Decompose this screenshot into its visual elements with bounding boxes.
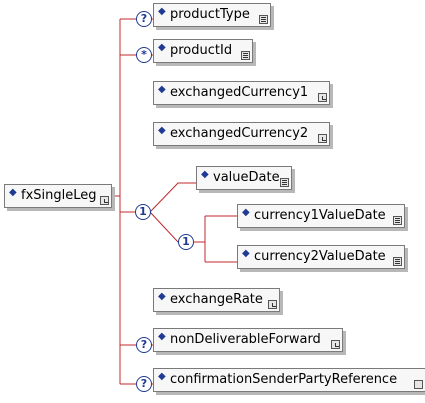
complex-type-icon (393, 257, 402, 266)
choice-marker-outer: 1 (135, 204, 151, 220)
complex-type-icon (241, 51, 250, 60)
optional-marker-confirmationSenderPartyReference: ? (136, 376, 152, 392)
complex-type-icon (393, 216, 402, 225)
complex-type-icon (259, 15, 268, 24)
simple-content-icon (331, 340, 340, 349)
element-label: nonDeliverableForward (170, 332, 321, 347)
element-label: productType (170, 7, 250, 22)
root-element-node[interactable]: ◆ fxSingleLeg (4, 184, 112, 208)
simple-content-icon (268, 300, 277, 309)
element-diamond-icon: ◆ (158, 371, 166, 382)
choice-marker-inner: 1 (178, 234, 194, 250)
element-diamond-icon: ◆ (201, 169, 209, 180)
element-node-productId[interactable]: ◆ productId (153, 39, 253, 63)
element-node-exchangeRate[interactable]: ◆ exchangeRate (153, 288, 280, 312)
element-label: exchangedCurrency1 (170, 85, 309, 100)
element-label: exchangedCurrency2 (170, 126, 309, 141)
element-node-confirmationSenderPartyReference[interactable]: ◆ confirmationSenderPartyReference (153, 368, 425, 392)
element-diamond-icon: ◆ (158, 125, 166, 136)
simple-content-icon (100, 196, 109, 205)
element-label: currency2ValueDate (254, 249, 386, 264)
connector-valueDate (149, 182, 196, 213)
element-node-exchangedCurrency2[interactable]: ◆ exchangedCurrency2 (153, 122, 330, 146)
zero-or-more-marker-productId: * (136, 47, 152, 63)
element-node-productType[interactable]: ◆ productType (153, 3, 271, 27)
element-label: valueDate (213, 170, 280, 185)
element-diamond-icon: ◆ (158, 42, 166, 53)
element-node-nonDeliverableForward[interactable]: ◆ nonDeliverableForward (153, 328, 343, 352)
element-node-currency2ValueDate[interactable]: ◆ currency2ValueDate (237, 245, 405, 269)
element-label: exchangeRate (170, 292, 263, 307)
element-node-valueDate[interactable]: ◆ valueDate (196, 166, 292, 190)
element-diamond-icon: ◆ (9, 187, 17, 198)
connector-inner-choice (149, 211, 180, 243)
element-diamond-icon: ◆ (158, 84, 166, 95)
element-label: confirmationSenderPartyReference (170, 372, 398, 387)
element-diamond-icon: ◆ (242, 207, 250, 218)
element-node-exchangedCurrency1[interactable]: ◆ exchangedCurrency1 (153, 81, 330, 105)
element-diamond-icon: ◆ (158, 331, 166, 342)
optional-marker-nonDeliverableForward: ? (136, 337, 152, 353)
optional-marker-productType: ? (136, 11, 152, 27)
element-label: productId (170, 43, 233, 58)
element-label: currency1ValueDate (254, 208, 386, 223)
element-node-currency1ValueDate[interactable]: ◆ currency1ValueDate (237, 204, 405, 228)
element-diamond-icon: ◆ (158, 6, 166, 17)
simple-content-icon (318, 93, 327, 102)
element-label: fxSingleLeg (21, 188, 97, 203)
element-diamond-icon: ◆ (242, 248, 250, 259)
empty-box-icon (414, 380, 423, 389)
simple-content-icon (318, 134, 327, 143)
element-diamond-icon: ◆ (158, 291, 166, 302)
complex-type-icon (280, 178, 289, 187)
